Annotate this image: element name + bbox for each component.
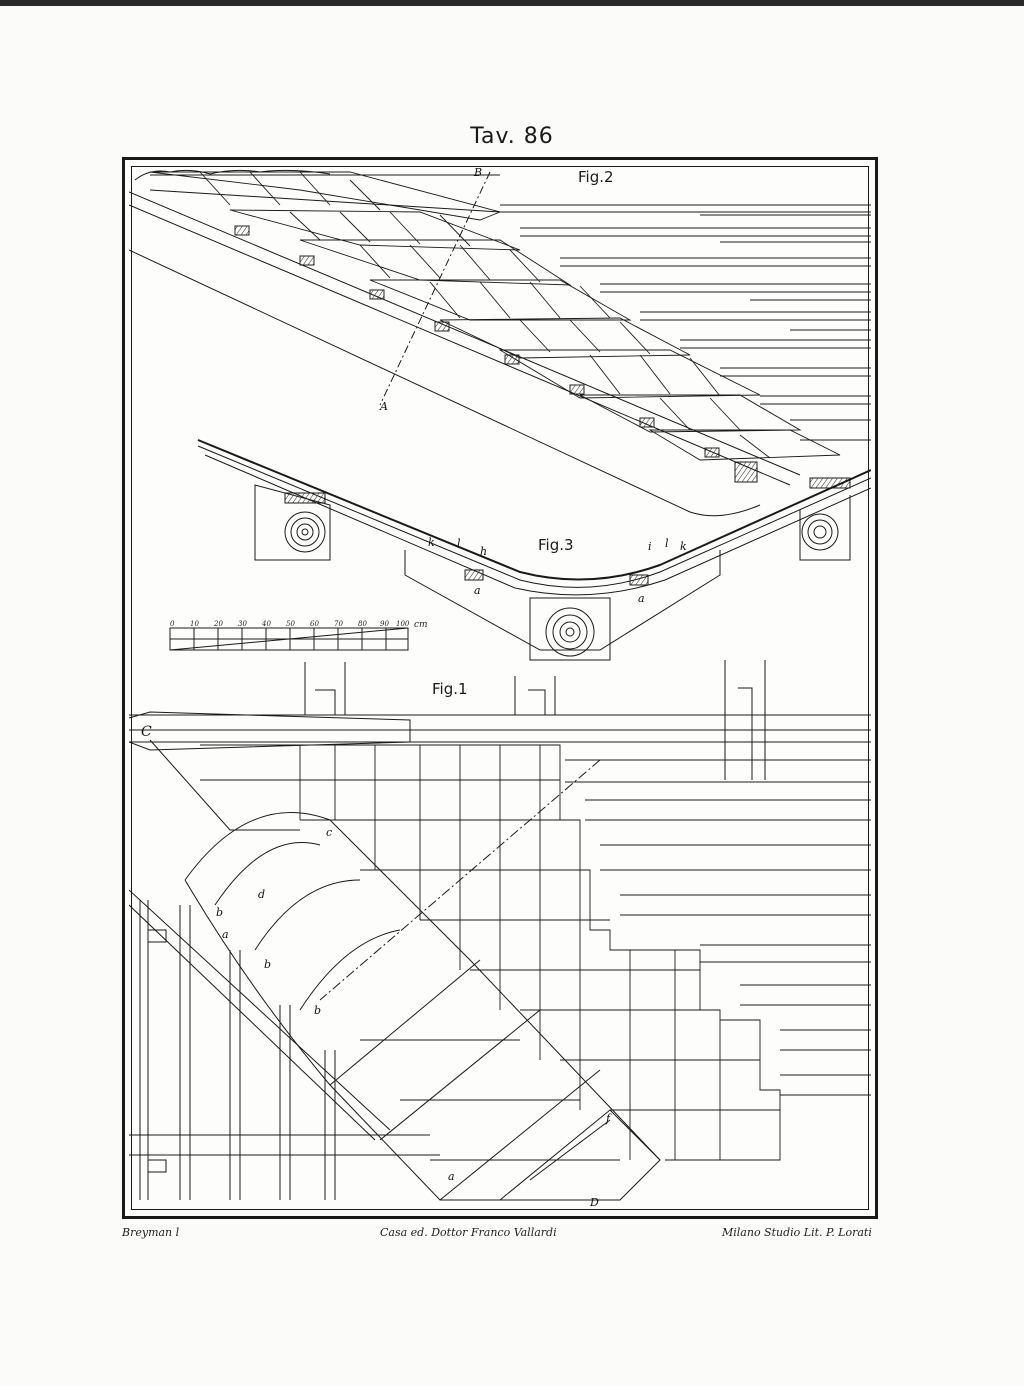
letter-c: c: [326, 826, 333, 839]
scale-tick-30: 30: [238, 620, 247, 628]
letter-B: B: [474, 166, 483, 179]
fig3-label: Fig.3: [538, 536, 574, 554]
letter-C: C: [141, 724, 152, 740]
credit-engraver: Breyman l: [122, 1226, 180, 1239]
scale-bar: [169, 627, 409, 651]
fig1-valley-band: [184, 812, 661, 1201]
fig2-label: Fig.2: [578, 168, 614, 186]
letter-A: A: [380, 400, 388, 413]
fig1-studs: [129, 889, 440, 1200]
fig2-battens: [500, 204, 871, 441]
scale-tick-80: 80: [358, 620, 367, 628]
letter-D: D: [590, 1196, 599, 1209]
letter-a-fig1-1: a: [222, 928, 229, 941]
fig2-laths: [234, 225, 720, 458]
letter-k-left: k: [428, 536, 435, 549]
fig2-roof-drawing: [129, 169, 871, 517]
letter-l-right: l: [665, 537, 669, 550]
plate-inner-border: [131, 166, 869, 1210]
scale-tick-0: 0: [170, 620, 175, 628]
letter-a-fig3-left: a: [474, 584, 481, 597]
letter-b-3: b: [314, 1004, 322, 1017]
letter-f: f: [606, 1112, 611, 1125]
scale-tick-10: 10: [190, 620, 199, 628]
scale-tick-20: 20: [214, 620, 223, 628]
credit-publisher: Casa ed. Dottor Franco Vallardi: [380, 1226, 557, 1239]
letter-k-right: k: [680, 540, 687, 553]
letter-i: i: [648, 540, 652, 553]
scale-tick-100: 100: [396, 620, 410, 628]
letter-h: h: [480, 545, 488, 558]
fig2-tile-rows: [149, 171, 841, 461]
letter-d: d: [258, 888, 266, 901]
letter-l-left: l: [457, 537, 461, 550]
fig1-plan-drawing: [129, 660, 871, 1201]
letter-b-2: b: [264, 958, 272, 971]
scale-tick-60: 60: [310, 620, 319, 628]
scan-edge: [0, 0, 1024, 6]
scale-tick-90: 90: [380, 620, 389, 628]
letter-a-fig3-right: a: [638, 592, 645, 605]
credit-lithographer: Milano Studio Lit. P. Lorati: [722, 1226, 872, 1239]
fig3-timber-sections: [284, 511, 839, 661]
letter-b-1: b: [216, 906, 224, 919]
scale-unit: cm: [414, 620, 428, 630]
scale-tick-40: 40: [262, 620, 271, 628]
scale-tick-70: 70: [334, 620, 343, 628]
letter-a-fig1-2: a: [448, 1170, 455, 1183]
plate-title: Tav. 86: [470, 124, 554, 149]
fig3-valley-drawing: [169, 439, 871, 661]
fig1-label: Fig.1: [432, 680, 468, 698]
scale-tick-50: 50: [286, 620, 295, 628]
fig1-tile-grid: [200, 744, 781, 1161]
